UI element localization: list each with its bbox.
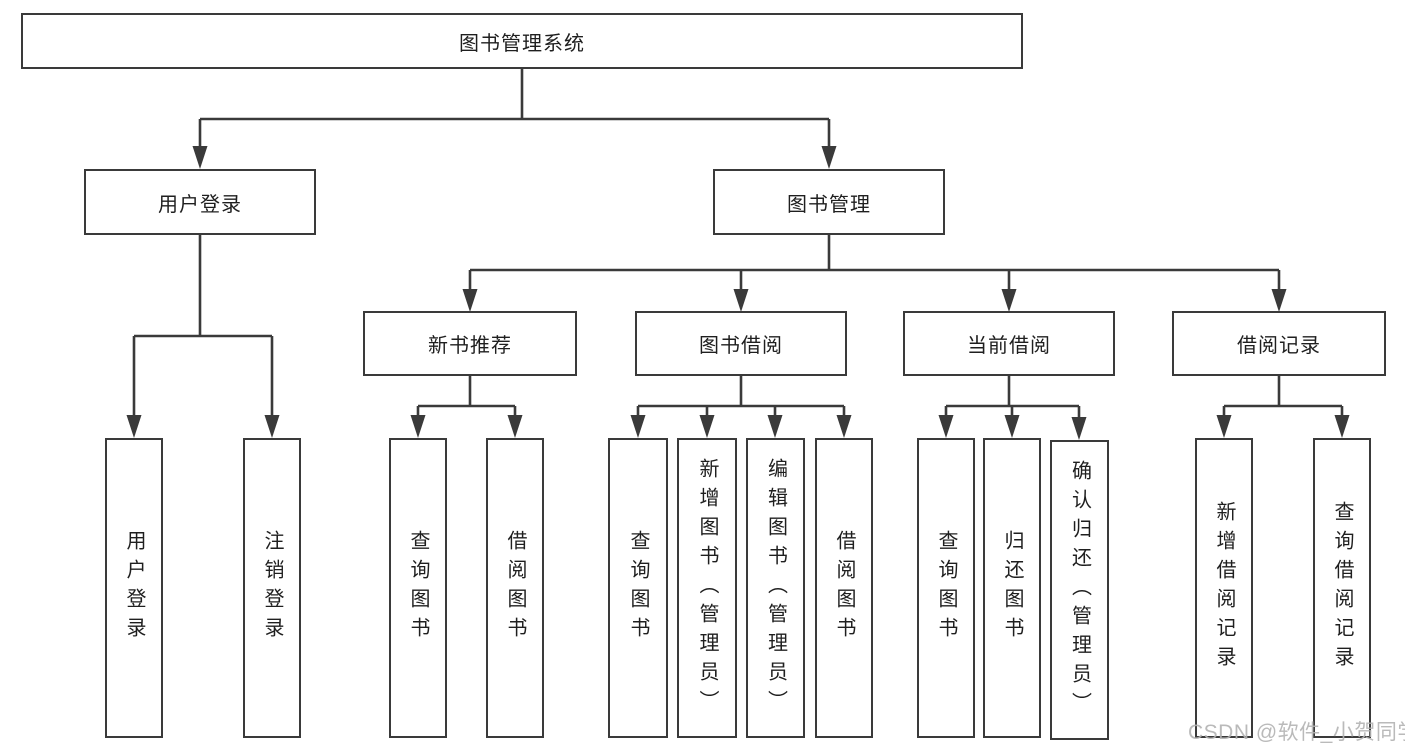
node-book-borrowing: 图书借阅 bbox=[635, 311, 847, 376]
node-system-root: 图书管理系统 bbox=[21, 13, 1023, 69]
leaf-user-login: 用户登录 bbox=[105, 438, 163, 738]
leaf-query-books-borrowing: 查询图书 bbox=[608, 438, 668, 738]
node-user-login: 用户登录 bbox=[84, 169, 316, 235]
node-borrowing-records: 借阅记录 bbox=[1172, 311, 1386, 376]
node-book-management: 图书管理 bbox=[713, 169, 945, 235]
leaf-add-borrow-record: 新增借阅记录 bbox=[1195, 438, 1253, 738]
leaf-query-borrow-record: 查询借阅记录 bbox=[1313, 438, 1371, 738]
leaf-logout: 注销登录 bbox=[243, 438, 301, 738]
leaf-query-books-current: 查询图书 bbox=[917, 438, 975, 738]
leaf-edit-book-admin: 编辑图书（管理员） bbox=[746, 438, 805, 738]
node-current-borrowing: 当前借阅 bbox=[903, 311, 1115, 376]
leaf-query-books-recommend: 查询图书 bbox=[389, 438, 447, 738]
leaf-add-book-admin: 新增图书（管理员） bbox=[677, 438, 737, 738]
leaf-return-book: 归还图书 bbox=[983, 438, 1041, 738]
leaf-borrow-books: 借阅图书 bbox=[815, 438, 873, 738]
leaf-confirm-return-admin: 确认归还（管理员） bbox=[1050, 440, 1109, 740]
arrowhead-icons bbox=[126, 146, 1350, 440]
node-new-book-recommend: 新书推荐 bbox=[363, 311, 577, 376]
leaf-borrow-books-recommend: 借阅图书 bbox=[486, 438, 544, 738]
watermark: CSDN @软件_小贺同学 bbox=[1188, 721, 1405, 744]
